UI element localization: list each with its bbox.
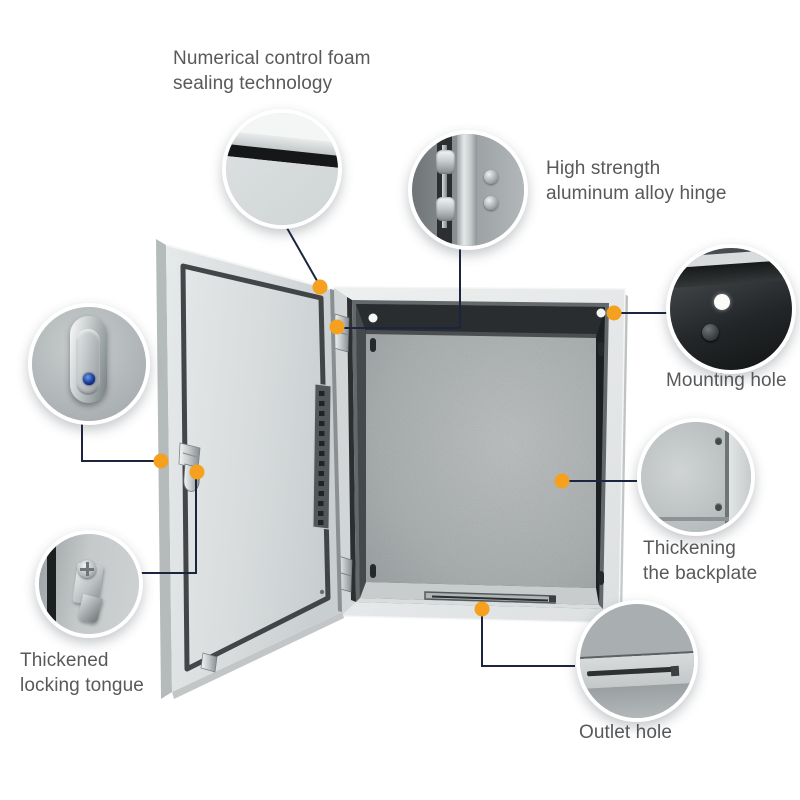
locking-tongue-label: Thickened locking tongue <box>20 650 144 697</box>
door-cable-rail <box>312 383 332 530</box>
outlet-slot-bracket <box>549 596 556 602</box>
connector-outlet-hole <box>481 611 575 667</box>
dot-outlet-hole <box>474 601 490 617</box>
hinge-screw <box>483 169 499 185</box>
backplate-label: Thickening the backplate <box>643 538 758 585</box>
mounting-hole-right <box>596 308 606 318</box>
hinge-knuckle <box>435 196 455 222</box>
dot-foam-seal <box>312 279 328 295</box>
connector-foam-seal <box>282 220 321 287</box>
hinge-callout-circle <box>408 130 528 250</box>
foam-seal-label: Numerical control foam sealing technolog… <box>173 48 371 95</box>
door-screw-hole <box>319 589 325 595</box>
backplate-callout-circle <box>637 418 755 536</box>
dot-backplate <box>554 473 570 489</box>
mounting-hole-detail <box>713 294 730 311</box>
foam-seal-callout-circle <box>222 109 342 229</box>
connector-lock <box>81 418 159 462</box>
connector-hinge <box>340 243 461 329</box>
dot-locking-tongue <box>189 464 205 480</box>
callout-connectors <box>81 220 668 667</box>
dot-mounting-hole <box>606 305 622 321</box>
hinge-label: High strength aluminum alloy hinge <box>546 158 727 205</box>
hinge-knuckle <box>435 149 455 175</box>
lock-keyhole <box>83 373 95 385</box>
callout-dots <box>153 279 622 617</box>
door-top-highlight <box>165 244 335 291</box>
dot-hinge <box>329 319 345 335</box>
mounting-hole-callout-circle <box>666 244 796 374</box>
backplate-speckle <box>366 334 596 588</box>
door-left-edge <box>156 239 172 699</box>
door-hinge-edge-shadow <box>330 289 342 612</box>
door-bottom-edge <box>172 612 344 699</box>
body-left-wall <box>356 304 366 598</box>
mounting-hole-left <box>368 313 378 323</box>
dot-lock <box>153 453 169 469</box>
enclosure-door <box>156 239 344 699</box>
door-inner-face <box>166 245 342 692</box>
hinge-column-gap <box>347 297 356 602</box>
outlet-slot-line <box>431 595 549 602</box>
body-right-inner-wall <box>596 307 605 605</box>
door-foam-gasket <box>180 263 331 672</box>
backplate-screw <box>714 503 723 512</box>
body-top-wall-lip <box>366 330 596 338</box>
backplate-keyholes <box>370 338 604 585</box>
mounting-hole-label: Mounting hole <box>666 370 787 391</box>
connector-locking-tongue <box>136 475 197 574</box>
enclosure-body <box>333 286 628 624</box>
outlet-hole-label: Outlet hole <box>579 722 672 743</box>
outlet-hole-callout-circle <box>576 600 698 722</box>
door-bottom-clip <box>200 652 218 673</box>
backplate-screw <box>714 437 723 446</box>
hinge-screw <box>483 195 499 211</box>
locking-tongue-callout-circle <box>35 530 143 638</box>
lock-callout-circle <box>28 303 150 425</box>
